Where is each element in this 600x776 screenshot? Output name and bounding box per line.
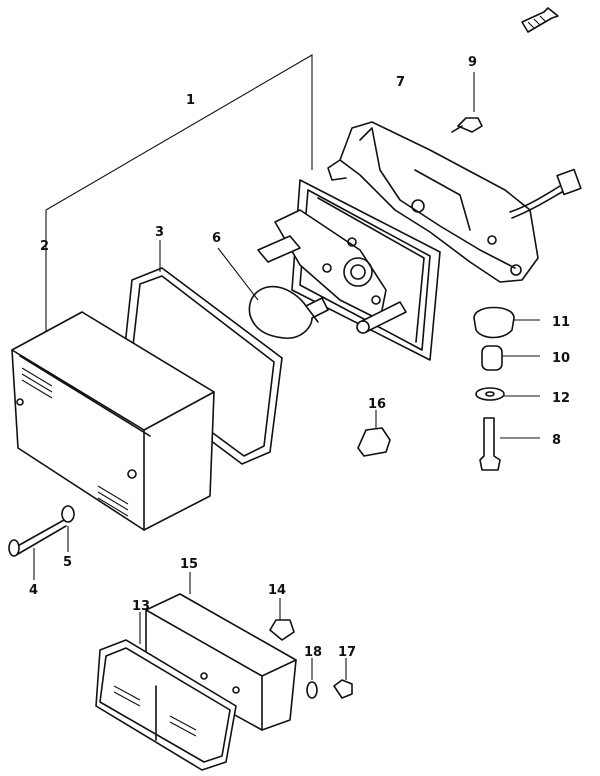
part-screw-9: [451, 72, 483, 133]
part-washer-5: [61, 505, 75, 552]
callout-10: 10: [552, 351, 570, 366]
part-grommet-16: [357, 410, 391, 457]
callout-15: 15: [180, 557, 198, 572]
part-lens: [11, 311, 215, 531]
callout-17: 17: [338, 645, 356, 660]
part-mounting-bracket: [327, 121, 582, 283]
part-washer-12: [475, 387, 540, 401]
callout-2: 2: [40, 239, 49, 254]
callout-9: 9: [468, 55, 477, 70]
part-base-housing: [257, 179, 441, 361]
callout-18: 18: [304, 645, 322, 660]
part-screw-4: [8, 519, 67, 580]
callout-13: 13: [132, 599, 150, 614]
part-bulb: [217, 247, 329, 339]
callout-6: 6: [212, 231, 221, 246]
callout-7: 7: [396, 75, 405, 90]
callout-14: 14: [268, 583, 286, 598]
part-bolt-8: [479, 417, 540, 471]
callout-3: 3: [155, 225, 164, 240]
part-nut-14: [269, 598, 295, 641]
part-collar-10: [481, 345, 540, 371]
callout-8: 8: [552, 433, 561, 448]
callout-1: 1: [186, 93, 195, 108]
part-washer-18: [306, 658, 318, 699]
callout-16: 16: [368, 397, 386, 412]
callout-11: 11: [552, 315, 570, 330]
part-reflector-13: [95, 612, 237, 771]
callout-4: 4: [29, 583, 38, 598]
callout-12: 12: [552, 391, 570, 406]
callout-5: 5: [63, 555, 72, 570]
part-cushion-11: [473, 306, 540, 339]
front-arrow-icon: [521, 7, 559, 33]
assembly-bracket: [45, 54, 313, 332]
part-screw-17: [333, 658, 353, 699]
